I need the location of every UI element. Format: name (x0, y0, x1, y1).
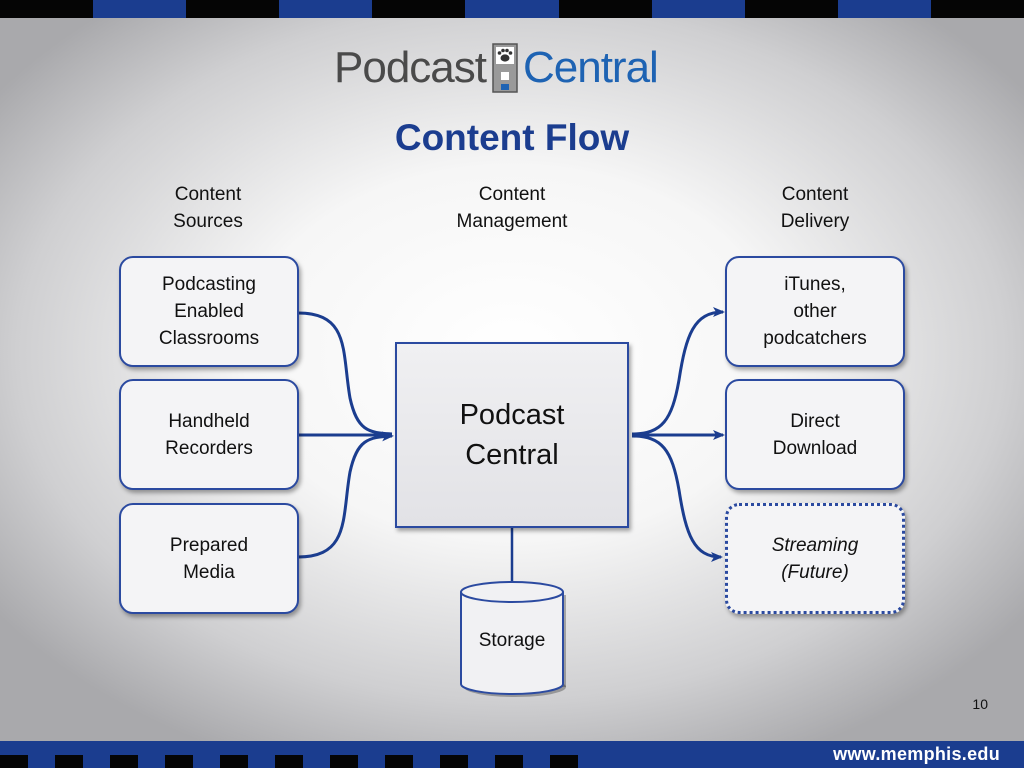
paw-print-icon (490, 42, 520, 94)
connector-center-to-streaming (631, 434, 723, 562)
podcast-central-logo: Podcast Central (334, 40, 659, 96)
source-node-classrooms[interactable]: Podcasting Enabled Classrooms (119, 256, 299, 367)
column-heading-sources: Content Sources (173, 184, 243, 232)
bottom-checker-squares (0, 755, 620, 768)
top-checker-bar (0, 0, 1024, 18)
footer-url[interactable]: www.memphis.edu (833, 744, 1000, 764)
delivery-node-streaming[interactable]: Streaming (Future) (725, 503, 905, 614)
logo-word-podcast: Podcast (334, 43, 487, 92)
source-node-recorders[interactable]: Handheld Recorders (119, 379, 299, 490)
delivery-node-itunes[interactable]: iTunes, other podcatchers (725, 256, 905, 367)
slide-title: Content Flow (394, 117, 630, 158)
connector-classrooms-to-center (297, 311, 393, 436)
delivery-node-direct-download[interactable]: Direct Download (725, 379, 905, 490)
storage-label: Storage (478, 630, 546, 651)
column-heading-management: Content Management (456, 184, 568, 232)
logo-word-central: Central (522, 43, 659, 92)
connector-center-to-itunes (631, 307, 725, 436)
column-heading-delivery: Content Delivery (780, 184, 850, 232)
source-node-media[interactable]: Prepared Media (119, 503, 299, 614)
center-node-podcast-central[interactable]: Podcast Central (395, 342, 629, 528)
storage-cylinder-body (460, 581, 564, 695)
connector-media-to-center (297, 431, 394, 559)
page-number: 10 (972, 696, 988, 712)
